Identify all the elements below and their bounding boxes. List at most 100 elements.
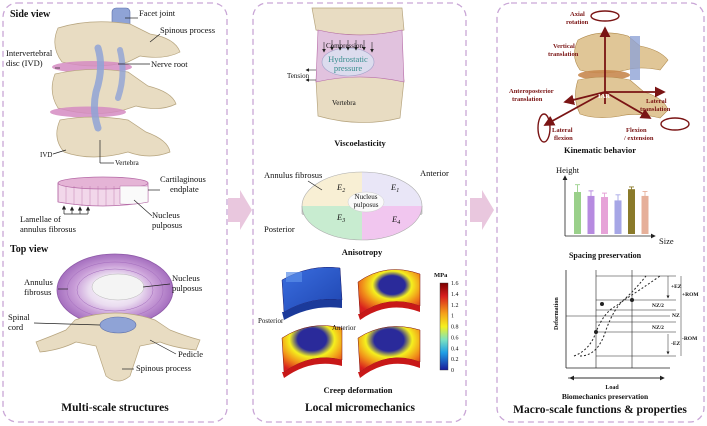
spacing-bar	[614, 200, 622, 234]
title-kinematic-behavior: Kinematic behavior	[564, 145, 636, 155]
label-lamellae-1: Lamellae of	[20, 214, 61, 224]
label-aniso-nucleus-1: Nucleus	[355, 193, 378, 201]
leader-spinous-process	[149, 33, 161, 43]
colorbar	[439, 282, 449, 371]
label-aniso-anterior: Anterior	[420, 168, 449, 178]
spacing-error-bar	[575, 184, 580, 200]
colorbar-tick-label: 0.4	[451, 346, 459, 352]
caption-macro-scale: Macro-scale functions & properties	[513, 404, 687, 416]
colorbar-tick-label: 1.4	[451, 292, 459, 298]
label-aniso-nucleus-2: pulposus	[354, 201, 379, 209]
label-ap-1: Anteroposterior	[509, 88, 554, 95]
spacing-bar	[641, 195, 649, 234]
panel-1-border	[2, 2, 228, 423]
label-spinous-process-top-1: Spinous process	[160, 25, 215, 35]
arrow-panel1-to-panel2	[228, 190, 252, 230]
spacing-bar	[574, 192, 581, 234]
spacing-error-bar	[602, 192, 607, 202]
title-spacing-preservation: Spacing preservation	[569, 251, 642, 260]
leader-tv-nucleus	[142, 283, 171, 288]
spacing-bars	[574, 184, 649, 234]
label-ez-top: +EZ	[671, 284, 682, 290]
label-visco-vertebra: Vertebra	[332, 99, 357, 107]
chart-ylabel-height: Height	[556, 165, 580, 175]
leader-ivd	[52, 149, 67, 155]
label-nz2-b: NZ/2	[652, 325, 664, 331]
title-viscoelasticity: Viscoelasticity	[334, 138, 386, 148]
label-tension: Tension	[287, 72, 310, 80]
label-flexion-2: / extension	[623, 135, 654, 142]
colorbar-tick-label: 0.2	[451, 357, 459, 363]
label-annulus-2: fibrosus	[24, 287, 51, 297]
panel-3-border	[496, 2, 705, 423]
label-lat-flex-1: Lateral	[552, 127, 573, 134]
label-vertical-2: translation	[548, 51, 579, 58]
top-view-heading: Top view	[10, 244, 49, 255]
caption-multi-scale-structures: Multi-scale structures	[61, 402, 169, 414]
label-aniso-annulus: Annulus fibrosus	[264, 170, 322, 180]
title-anisotropy: Anisotropy	[342, 247, 383, 257]
colorbar-unit: MPa	[434, 272, 448, 279]
label-rom-top: +ROM	[682, 292, 699, 298]
leader-pedicle	[149, 339, 177, 355]
label-hydrostatic-1: Hydrostatic	[328, 54, 368, 64]
label-ivd: IVD	[40, 151, 52, 159]
panel-macro-scale-functions: Axial rotation Vertical translation Ante…	[509, 10, 699, 416]
label-rom-bottom: -ROM	[682, 336, 698, 342]
label-tv-nucleus-2: pulposus	[172, 283, 202, 293]
arrow-panel2-to-panel3	[470, 190, 494, 230]
label-spinal-1: Spinal	[8, 312, 30, 322]
spacing-bar	[628, 189, 635, 234]
leader-nucleus-pulposus	[133, 199, 153, 217]
label-flexion-1: Flexion	[626, 127, 647, 134]
label-cartilaginous-2: endplate	[170, 184, 199, 194]
side-view-spine-illustration	[50, 7, 181, 158]
viscoelasticity-illustration	[305, 7, 405, 123]
label-vertebra: Vertebra	[115, 159, 140, 167]
colorbar-tick-label: 0.6	[451, 335, 459, 341]
label-spinal-2: cord	[8, 322, 24, 332]
caption-local-micromechanics: Local micromechanics	[305, 402, 415, 414]
label-compression: Compression	[326, 42, 363, 50]
label-creep-anterior: Anterior	[332, 324, 356, 332]
label-nz2-a: NZ/2	[652, 303, 664, 309]
panel-local-micromechanics: Compression Hydrostatic pressure Tension…	[258, 7, 459, 414]
label-aniso-posterior: Posterior	[264, 224, 295, 234]
label-load: Load	[605, 385, 619, 391]
label-nz: NZ	[672, 313, 680, 319]
spacing-error-bar	[588, 190, 594, 202]
label-tv-nucleus-1: Nucleus	[172, 273, 200, 283]
panel-2-border	[252, 2, 467, 423]
label-axial-rotation-1: Axial	[570, 11, 585, 18]
spacing-bar-chart	[562, 175, 656, 239]
side-view-heading: Side view	[10, 9, 51, 20]
colorbar-tick-label: 0.8	[451, 325, 459, 331]
label-lat-flex-2: flexion	[554, 135, 573, 142]
spacing-error-bar	[642, 190, 648, 201]
leader-aniso-annulus	[307, 180, 323, 191]
lamellae-leader-arrows	[61, 205, 91, 215]
disc-cross-section-illustration	[57, 176, 149, 207]
panel-multi-scale-structures: Side view Facet joint Spinous process Ne…	[6, 7, 215, 414]
colorbar-ticks: 1.61.41.210.80.60.40.20	[451, 281, 459, 374]
label-annulus-1: Annulus	[24, 277, 53, 287]
label-nucleus-2: pulposus	[152, 220, 182, 230]
label-vertical-1: Vertical	[553, 43, 575, 50]
chart-xlabel-size: Size	[659, 236, 674, 246]
label-cartilaginous-1: Cartilaginous	[160, 174, 206, 184]
label-pedicle: Pedicle	[178, 349, 203, 359]
label-iar: IAR	[598, 93, 610, 100]
spacing-bar	[587, 195, 595, 234]
spacing-error-bar	[615, 194, 621, 207]
label-facet-joint: Facet joint	[139, 8, 176, 18]
colorbar-tick-label: 0	[451, 368, 454, 374]
spacing-error-bar	[629, 186, 634, 192]
leader-spinal-cord	[33, 322, 101, 326]
creep-fem-illustration	[281, 267, 421, 378]
colorbar-tick-label: 1.6	[451, 281, 459, 287]
label-e3: E3	[336, 212, 345, 224]
label-e1: E1	[390, 182, 399, 194]
label-nucleus-1: Nucleus	[152, 210, 180, 220]
label-lat-trans-2: translation	[640, 106, 671, 113]
